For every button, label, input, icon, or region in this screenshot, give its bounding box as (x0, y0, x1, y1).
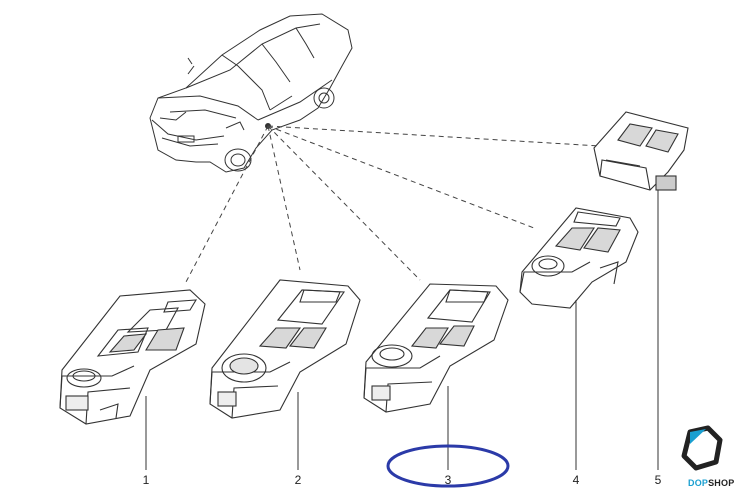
brand-prefix: DOP (688, 478, 709, 488)
leader-to-part-2 (267, 125, 301, 271)
part-2-switch-unit (209, 279, 361, 419)
leader-to-part-3 (267, 125, 421, 281)
car-illustration (149, 13, 353, 173)
part-4-label: 4 (573, 473, 580, 487)
dopshop-wordmark: DOPSHOP (688, 478, 734, 488)
part-3-label: 3 (445, 473, 452, 487)
part-4-switch-unit (519, 207, 639, 309)
part-1-switch-unit (59, 289, 206, 425)
leader-to-part-4 (267, 125, 535, 229)
leader-to-part-1 (185, 125, 269, 283)
part-5-label: 5 (655, 473, 662, 487)
part-2-label: 2 (295, 473, 302, 487)
part-3-highlight-circle (386, 444, 510, 488)
leader-lines (185, 125, 601, 283)
part-1-label: 1 (143, 473, 150, 487)
leader-to-part-5 (267, 125, 601, 147)
dopshop-logo-icon (681, 425, 723, 471)
part-3-switch-unit (363, 283, 509, 413)
part-5-switch-unit (593, 111, 689, 191)
brand-suffix: SHOP (708, 478, 735, 488)
